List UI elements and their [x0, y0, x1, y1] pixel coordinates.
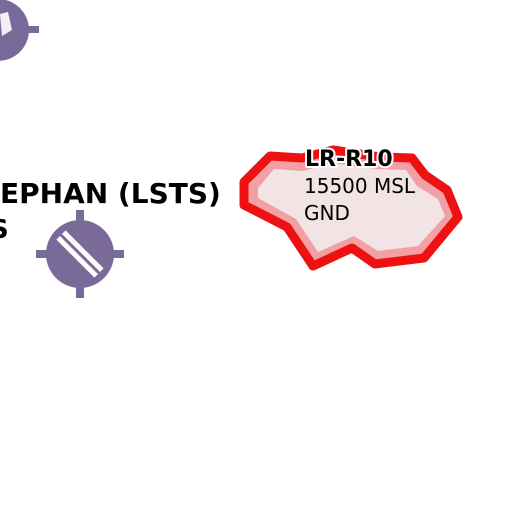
restricted-area-name: LR-R10 — [305, 147, 393, 172]
restricted-area-lower-limit: GND — [304, 201, 350, 225]
restricted-area-lr-r10[interactable] — [239, 145, 463, 271]
airport-secondary-label: S — [0, 215, 9, 245]
airport-name-label: EPHAN (LSTS) — [0, 177, 221, 210]
restricted-area-upper-limit: 15500 MSL — [304, 174, 416, 198]
airport-symbol-partial[interactable] — [0, 0, 39, 61]
restricted-area-fill — [258, 163, 445, 252]
airport-symbol-icon[interactable] — [36, 210, 124, 298]
